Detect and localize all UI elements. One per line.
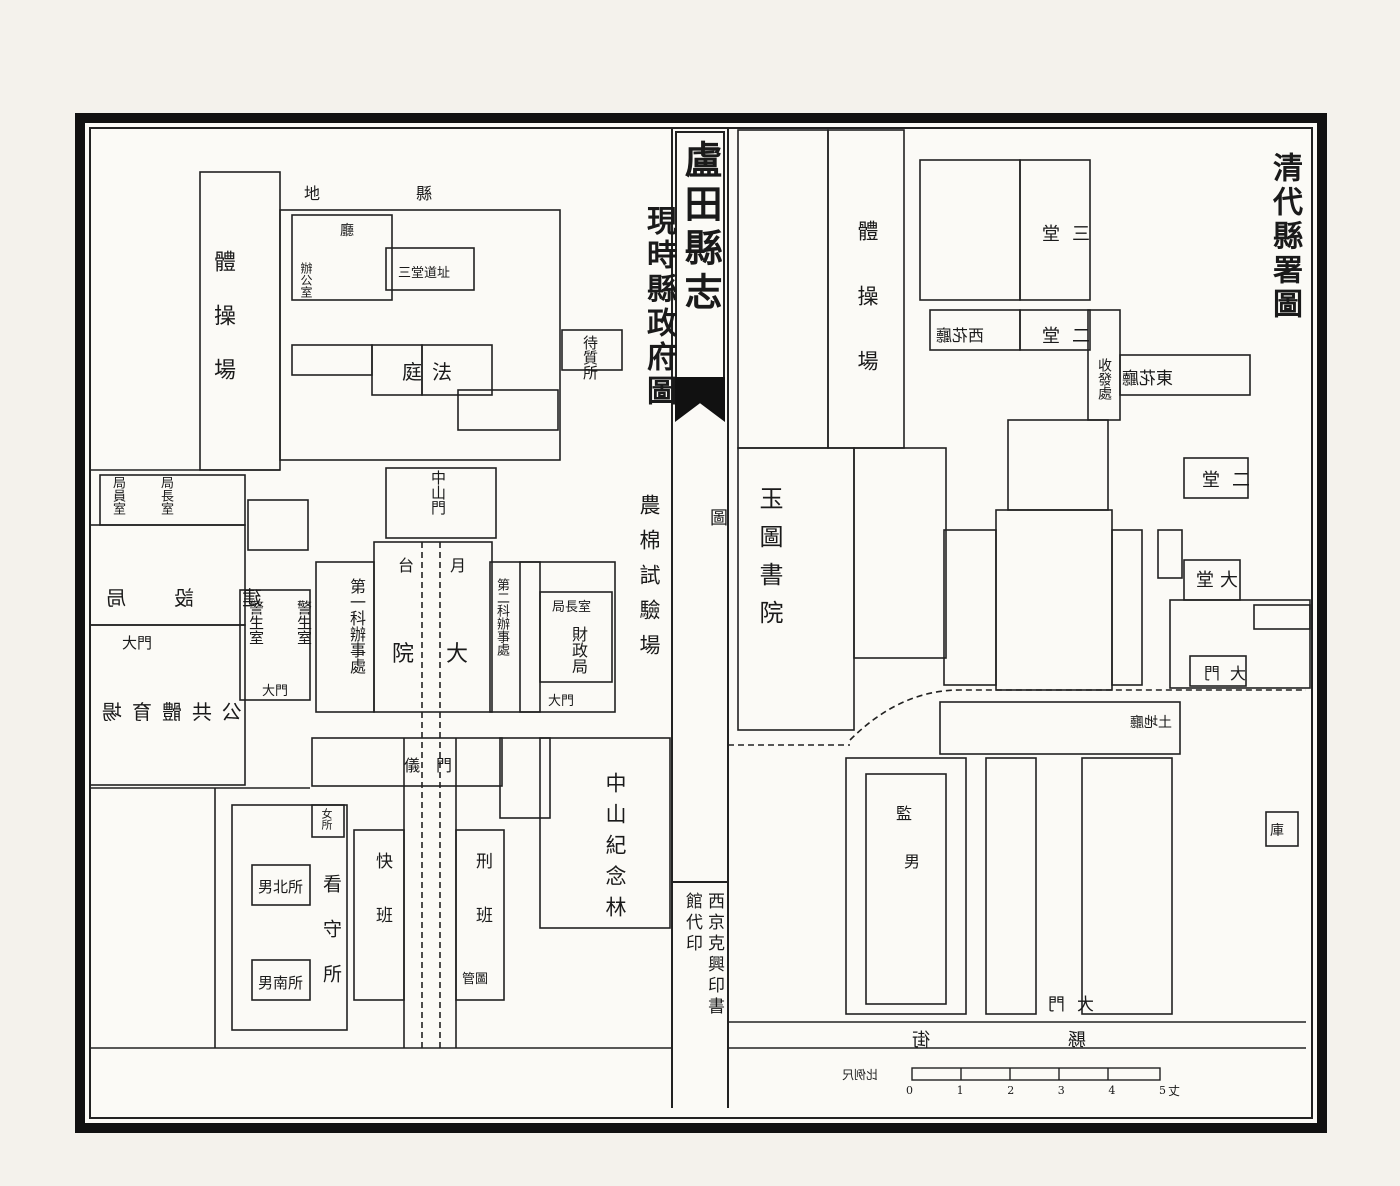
book-title: 盧田縣志	[678, 140, 723, 316]
left-yuan: 院	[392, 642, 415, 667]
right-cangku: 庫	[1270, 823, 1284, 839]
right-tudi: 土地廳	[1130, 715, 1172, 731]
left-damen2: 大門	[262, 684, 289, 699]
left-nongmian: 農棉試驗場	[637, 494, 661, 669]
left-map-lines	[89, 171, 672, 1049]
scale-bar	[911, 1067, 1161, 1081]
scale-number: 3	[1057, 1084, 1065, 1097]
right-damen2: 大門	[1036, 995, 1094, 1015]
scale-number: 5	[1158, 1084, 1166, 1097]
right-nan: 男	[904, 852, 921, 871]
left-da: 大	[446, 642, 469, 667]
left-bangong: 辦公室	[299, 262, 313, 298]
left-ting: 廳	[340, 223, 354, 239]
right-xiting: 西花廳	[936, 326, 985, 345]
right-jian: 監	[896, 804, 913, 823]
right-yuping: 玉圖書院	[755, 486, 783, 638]
scale-label: 比例尺	[842, 1068, 879, 1082]
left-caizheng: 財政局	[569, 626, 588, 674]
right-map-lines	[728, 129, 1311, 1049]
left-gonggong: 公共體育場	[92, 700, 242, 724]
printer-colophon: 西京克興印書 館代印	[682, 892, 724, 1102]
left-nan-bei: 男北所	[258, 878, 304, 896]
left-xingban: 刑 班	[472, 852, 492, 933]
left-jing2: 警生室	[295, 600, 313, 645]
right-map-title: 清代縣署圖	[1267, 152, 1302, 322]
left-sanbao: 三堂道址	[398, 266, 451, 281]
right-er-tang1: 二堂	[1030, 326, 1090, 347]
left-zhongshan-gate: 中山門	[429, 470, 447, 515]
left-zhongshan-lin: 中山紀念林	[603, 772, 627, 927]
left-yue: 月	[450, 556, 467, 575]
left-nv: 女所	[320, 808, 333, 830]
left-yimen: 儀 門	[404, 756, 453, 775]
left-field-top: 地 縣	[304, 184, 433, 203]
left-ting2: 庭	[402, 360, 422, 384]
scale-unit: 丈	[1168, 1084, 1181, 1098]
right-damen1: 大門	[1194, 664, 1247, 683]
right-er-tang2: 二堂	[1190, 470, 1250, 491]
right-shou-fa: 收發處	[1096, 358, 1112, 400]
printer-line-1: 西京克興印書	[704, 892, 724, 1018]
left-tiyuchang: 體操場	[210, 250, 235, 412]
left-jianshe: 建 設 局	[92, 586, 262, 610]
scale-number: 0	[906, 1084, 913, 1097]
right-san-tang: 三堂	[1030, 224, 1090, 245]
left-guancheng: 管圖	[462, 972, 489, 987]
left-tai: 台	[398, 556, 415, 575]
left-damen3: 大門	[548, 694, 575, 709]
scale-number: 1	[956, 1084, 964, 1097]
right-tiyuchang: 體操場	[855, 220, 879, 415]
right-xian-jie: 縣 街	[904, 1030, 1086, 1051]
printer-line-2: 館代印	[682, 892, 702, 955]
right-dongting: 東花廳	[1122, 369, 1173, 389]
scale-number: 2	[1007, 1084, 1015, 1097]
left-kan: 看守所	[320, 874, 342, 1009]
scale-number: 4	[1108, 1084, 1116, 1097]
scale-numbers: 0 1 2 3 4 5	[906, 1084, 1166, 1097]
left-nan-nan: 男南所	[258, 974, 304, 992]
left-kuaiban: 快 班	[372, 852, 392, 933]
left-map-title: 現時縣政府圖	[641, 205, 676, 409]
left-fa: 法	[432, 360, 452, 384]
left-juzhang: 局長室	[158, 476, 173, 515]
left-juyuan: 局員室	[110, 476, 125, 515]
left-juzhangshi2: 局長室	[552, 600, 592, 615]
left-ban2: 第二科辦事處	[494, 578, 509, 656]
left-damen1: 大門	[122, 634, 153, 652]
right-da-tang: 大堂	[1190, 570, 1238, 591]
left-daishi: 待質所	[581, 335, 599, 380]
center-page-label: 圖	[707, 508, 728, 526]
left-jing1: 警生室	[247, 600, 265, 645]
left-ban1: 第一科辦事處	[347, 578, 366, 674]
center-spine	[671, 128, 729, 1108]
